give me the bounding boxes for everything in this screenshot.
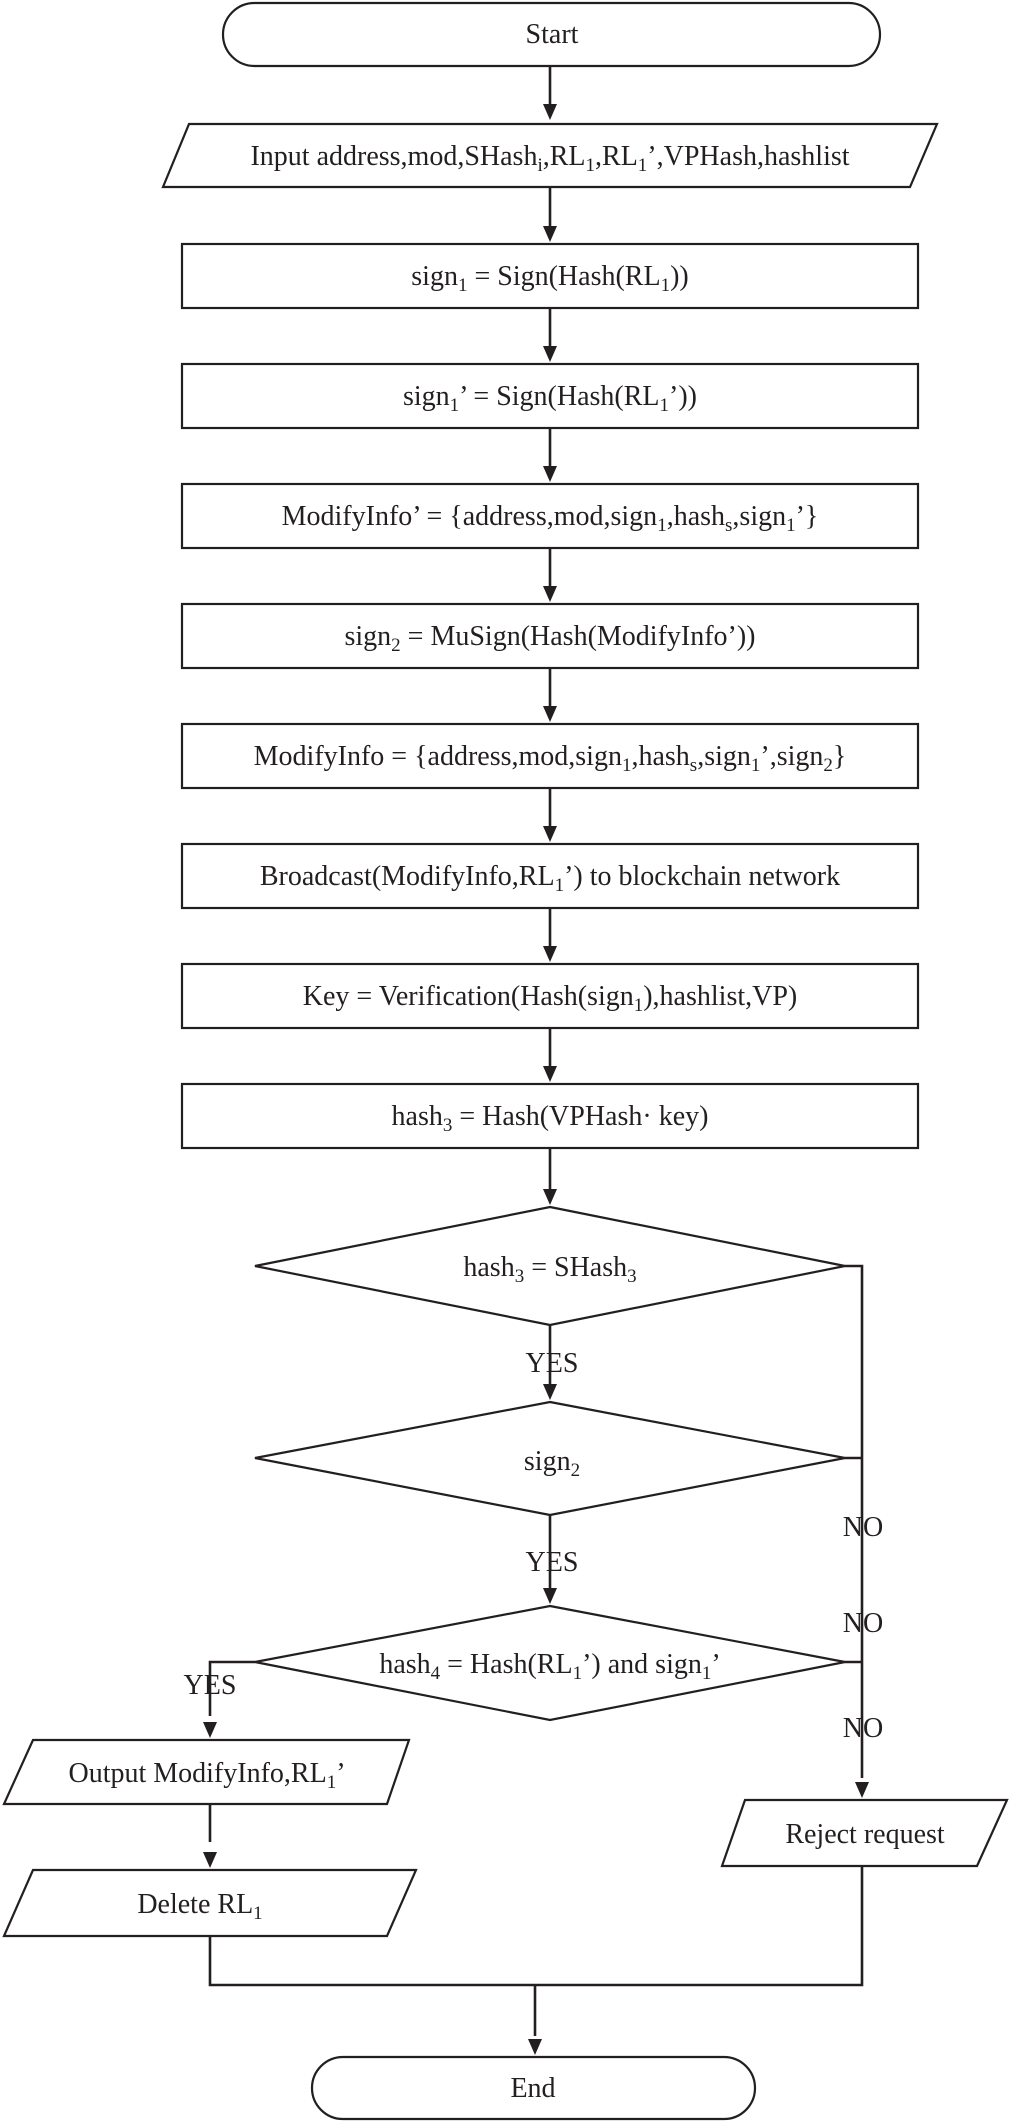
arrowhead [543, 586, 557, 602]
end-terminal [310, 2055, 757, 2121]
connectors [208, 66, 864, 2036]
output-label: Output ModifyInfo,RL1’ [68, 1758, 345, 1793]
no-label-1: NO [843, 1512, 883, 1543]
sign2-box [180, 602, 920, 670]
key-verification-label: Key = Verification(Hash(sign1),hashlist,… [303, 981, 797, 1016]
arrow-heads [203, 104, 869, 2055]
modify-info-prime-box [180, 482, 920, 550]
decision-sign2 [254, 1400, 846, 1517]
delete-label: Delete RL1 [137, 1889, 262, 1924]
node-labels: Start Input address,mod,SHashi,RL1,RL1’,… [68, 19, 944, 2104]
reject-label: Reject request [785, 1819, 945, 1850]
key-verification-box [180, 962, 920, 1030]
arrowhead [543, 346, 557, 362]
input-label: Input address,mod,SHashi,RL1,RL1’,VPHash… [250, 141, 849, 176]
modify-info-label: ModifyInfo = {address,mod,sign1,hashs,si… [254, 741, 847, 776]
decision-hash3 [254, 1205, 846, 1327]
broadcast-label: Broadcast(ModifyInfo,RL1’) to blockchain… [260, 861, 840, 896]
arrowhead [203, 1722, 217, 1738]
arrowhead [203, 1852, 217, 1868]
arrowhead [543, 1066, 557, 1082]
sign1-label: sign1 = Sign(Hash(RL1)) [411, 261, 688, 296]
arrowhead [543, 826, 557, 842]
arrowhead [543, 1384, 557, 1400]
sign1-prime-label: sign1’ = Sign(Hash(RL1’)) [403, 381, 697, 416]
input-parallelogram [161, 122, 939, 189]
yes-label-2: YES [526, 1547, 579, 1578]
modify-info-prime-label: ModifyInfo’ = {address,mod,sign1,hashs,s… [282, 501, 819, 536]
modify-info-box [180, 722, 920, 790]
no-label-3: NO [843, 1713, 883, 1744]
sign2-label: sign2 = MuSign(Hash(ModifyInfo’)) [344, 621, 755, 656]
arrowhead [543, 1588, 557, 1604]
delete-parallelogram [2, 1868, 418, 1938]
arrowhead [543, 466, 557, 482]
yes-label-1: YES [526, 1348, 579, 1379]
start-terminal [221, 1, 882, 68]
arrowhead [855, 1782, 869, 1798]
reject-parallelogram [720, 1798, 1009, 1868]
sign1-box [180, 242, 920, 310]
no-label-2: NO [843, 1608, 883, 1639]
decision-hash4 [254, 1604, 846, 1722]
arrowhead [543, 946, 557, 962]
decision-sign2-label: sign2 [524, 1446, 580, 1481]
line-reject-to-merge [535, 1866, 864, 1987]
line-dec3-yes [208, 1660, 255, 1716]
hash3-label: hash3 = Hash(VPHash· key) [392, 1101, 709, 1136]
yes-label-3: YES [184, 1670, 237, 1701]
decision-hash4-label: hash4 = Hash(RL1’) and sign1’ [379, 1649, 720, 1684]
sign1-prime-box [180, 362, 920, 430]
line-dec1-no [845, 1264, 864, 1778]
end-label: End [510, 2073, 555, 2104]
arrowhead [543, 1189, 557, 1205]
arrowhead [528, 2039, 542, 2055]
arrowhead [543, 706, 557, 722]
start-label: Start [526, 19, 579, 50]
hash3-box [180, 1082, 920, 1150]
decision-hash3-label: hash3 = SHash3 [463, 1252, 636, 1287]
arrowhead [543, 226, 557, 242]
broadcast-box [180, 842, 920, 910]
arrowhead [543, 104, 557, 120]
output-parallelogram [2, 1738, 411, 1806]
edge-labels: YES YES YES NO NO NO [184, 1348, 884, 1744]
